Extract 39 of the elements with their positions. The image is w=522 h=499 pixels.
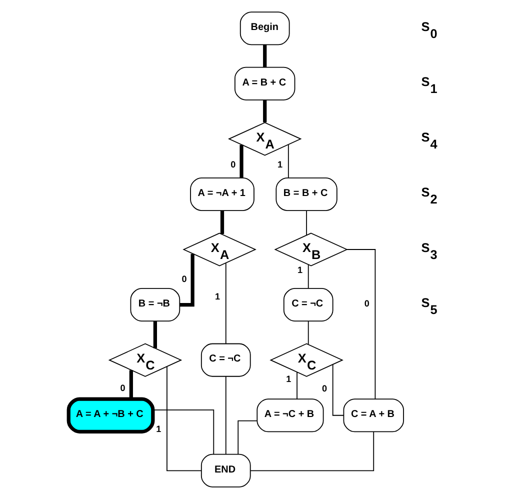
connector bbox=[296, 372, 298, 400]
connector bbox=[250, 432, 374, 472]
edge-label: 0 bbox=[120, 382, 126, 393]
connector bbox=[180, 254, 194, 307]
node-box: B = B + C bbox=[276, 177, 338, 211]
edge-label: 0 bbox=[230, 160, 236, 170]
edge-label: 1 bbox=[278, 160, 283, 170]
node-box: Begin bbox=[240, 12, 290, 46]
node-box: C = ¬C bbox=[200, 343, 251, 377]
connector bbox=[225, 376, 226, 455]
node-box: END bbox=[200, 454, 251, 488]
connector bbox=[153, 321, 157, 348]
node-box: A = ¬A + 1 bbox=[190, 177, 254, 211]
edge-label: 0 bbox=[322, 384, 327, 394]
node-box: C = ¬C bbox=[283, 288, 334, 322]
connector bbox=[152, 409, 214, 454]
edge-label: 1 bbox=[297, 264, 303, 275]
connector bbox=[220, 210, 224, 234]
connector bbox=[308, 264, 309, 289]
connector bbox=[129, 370, 133, 399]
connector bbox=[240, 144, 244, 178]
edge-label: 1 bbox=[156, 424, 162, 434]
connector bbox=[308, 320, 309, 345]
node-box: A = ¬C + B bbox=[256, 398, 324, 432]
connector bbox=[263, 44, 267, 68]
edge-label: 0 bbox=[364, 298, 370, 308]
node-box: B = ¬B bbox=[130, 288, 180, 322]
connector bbox=[238, 420, 258, 455]
connector bbox=[225, 262, 226, 344]
connector bbox=[166, 366, 202, 472]
node-box: A = A + ¬B + C bbox=[66, 397, 155, 434]
node-box: C = A + B bbox=[343, 398, 404, 432]
edge-label: 0 bbox=[182, 274, 187, 284]
connector bbox=[306, 210, 307, 236]
edge-label: 1 bbox=[215, 292, 220, 302]
connector bbox=[263, 100, 267, 122]
connector bbox=[288, 144, 289, 178]
connector bbox=[346, 249, 376, 400]
node-box: A = B + C bbox=[234, 66, 296, 100]
